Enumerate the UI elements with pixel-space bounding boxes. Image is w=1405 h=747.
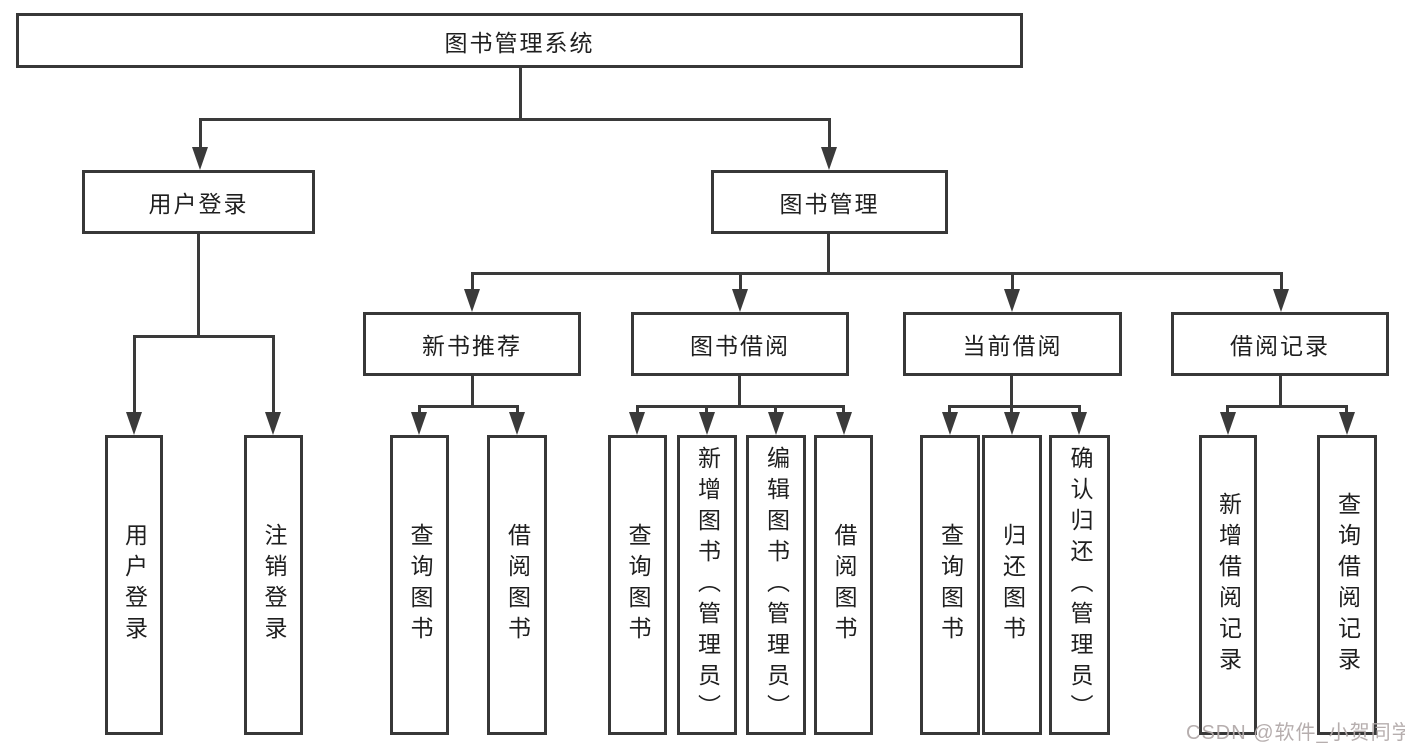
arrowhead-to-new-book-recommend-icon (464, 289, 480, 312)
node-borrow-record: 借阅记录 (1171, 312, 1389, 376)
leaf-edit-books-admin-label: 编辑图书（管理员） (763, 445, 790, 725)
node-current-borrow: 当前借阅 (903, 312, 1122, 376)
leaf-edit-books-admin: 编辑图书（管理员） (746, 435, 806, 735)
connector-to-leaf-borrow-1-line (516, 405, 519, 415)
connector-to-leaf-edit-books-line (774, 405, 777, 415)
connector-to-leaf-query-2-line (636, 405, 639, 415)
leaf-query-books-1-label: 查询图书 (407, 523, 433, 647)
arrowhead-to-leaf-return-icon (1004, 412, 1020, 435)
leaf-add-books-admin-label: 新增图书（管理员） (694, 445, 721, 725)
leaf-user-login: 用户登录 (105, 435, 163, 735)
node-book-management: 图书管理 (711, 170, 948, 234)
leaf-return-books-label: 归还图书 (999, 523, 1026, 647)
connector-borrow-record-stem-line (1279, 376, 1282, 407)
arrowhead-to-leaf-logout-icon (265, 412, 281, 435)
node-book-management-label: 图书管理 (779, 191, 880, 217)
connector-to-new-book-recommend-line (471, 272, 474, 292)
leaf-borrow-books-2-label: 借阅图书 (831, 523, 857, 647)
connector-book-management-branch-line (471, 272, 1283, 275)
node-new-book-recommend-label: 新书推荐 (422, 333, 522, 359)
connector-book-borrow-branch-line (636, 405, 845, 408)
leaf-add-borrow-record-label: 新增借阅记录 (1215, 492, 1242, 678)
leaf-add-books-admin: 新增图书（管理员） (677, 435, 737, 735)
arrowhead-to-book-borrow-icon (732, 289, 748, 312)
connector-to-book-management-line (828, 118, 831, 151)
csdn-watermark: CSDN @软件_小贺同学 (1186, 722, 1405, 744)
leaf-user-login-label: 用户登录 (121, 523, 148, 647)
node-user-login: 用户登录 (82, 170, 315, 234)
leaf-confirm-return-admin: 确认归还（管理员） (1049, 435, 1110, 735)
connector-to-leaf-query-record-line (1345, 405, 1348, 415)
leaf-logout-label: 注销登录 (261, 523, 287, 647)
node-borrow-record-label: 借阅记录 (1230, 333, 1330, 359)
arrowhead-to-borrow-record-icon (1273, 289, 1289, 312)
connector-new-book-recommend-stem-line (471, 376, 474, 407)
node-book-borrow: 图书借阅 (631, 312, 849, 376)
arrowhead-to-leaf-query-3-icon (942, 412, 958, 435)
leaf-query-borrow-record-label: 查询借阅记录 (1334, 492, 1361, 678)
arrowhead-to-leaf-add-books-icon (699, 412, 715, 435)
leaf-borrow-books-1: 借阅图书 (487, 435, 547, 735)
node-root-library-management-system: 图书管理系统 (16, 13, 1023, 68)
connector-borrow-record-branch-line (1226, 405, 1347, 408)
connector-to-leaf-query-3-line (948, 405, 951, 415)
connector-to-leaf-borrow-2-line (842, 405, 845, 415)
arrowhead-to-user-login-icon (192, 147, 208, 170)
connector-to-leaf-confirm-return-line (1078, 405, 1081, 415)
connector-to-current-borrow-line (1011, 272, 1014, 292)
arrowhead-to-leaf-borrow-2-icon (836, 412, 852, 435)
connector-user-login-stem-line (197, 234, 200, 337)
node-book-borrow-label: 图书借阅 (690, 333, 790, 359)
leaf-borrow-books-2: 借阅图书 (814, 435, 873, 735)
leaf-return-books: 归还图书 (982, 435, 1042, 735)
connector-book-borrow-stem-line (738, 376, 741, 407)
arrowhead-to-leaf-edit-books-icon (768, 412, 784, 435)
connector-to-leaf-add-record-line (1226, 405, 1229, 415)
arrowhead-to-leaf-add-record-icon (1220, 412, 1236, 435)
leaf-query-books-1: 查询图书 (390, 435, 449, 735)
leaf-query-books-2-label: 查询图书 (625, 523, 651, 647)
leaf-query-books-3: 查询图书 (920, 435, 980, 735)
arrowhead-to-current-borrow-icon (1004, 289, 1020, 312)
connector-to-leaf-user-login-line (133, 335, 136, 414)
connector-to-borrow-record-line (1280, 272, 1283, 292)
connector-current-borrow-stem-line (1010, 376, 1013, 407)
connector-to-leaf-return-line (1010, 405, 1013, 415)
leaf-borrow-books-1-label: 借阅图书 (504, 523, 531, 647)
arrowhead-to-leaf-borrow-1-icon (509, 412, 525, 435)
connector-to-user-login-line (199, 118, 202, 151)
connector-book-management-stem-line (827, 234, 830, 275)
node-user-login-label: 用户登录 (148, 191, 249, 217)
arrowhead-to-leaf-query-2-icon (629, 412, 645, 435)
connector-new-book-recommend-branch-line (418, 405, 519, 408)
arrowhead-to-book-management-icon (821, 147, 837, 170)
connector-to-leaf-logout-line (272, 335, 275, 414)
connector-user-login-branch-line (133, 335, 275, 338)
leaf-confirm-return-admin-label: 确认归还（管理员） (1067, 445, 1093, 725)
connector-to-book-borrow-line (739, 272, 742, 292)
connector-to-leaf-add-books-line (705, 405, 708, 415)
arrowhead-to-leaf-query-1-icon (411, 412, 427, 435)
leaf-query-borrow-record: 查询借阅记录 (1317, 435, 1377, 735)
leaf-add-borrow-record: 新增借阅记录 (1199, 435, 1257, 735)
leaf-query-books-3-label: 查询图书 (937, 523, 964, 647)
node-root-label: 图书管理系统 (444, 29, 595, 56)
connector-to-leaf-query-1-line (418, 405, 421, 415)
arrowhead-to-leaf-query-record-icon (1339, 412, 1355, 435)
leaf-query-books-2: 查询图书 (608, 435, 667, 735)
node-new-book-recommend: 新书推荐 (363, 312, 581, 376)
connector-current-borrow-branch-line (948, 405, 1081, 408)
connector-root-branch-line (199, 118, 831, 121)
arrowhead-to-leaf-user-login-icon (126, 412, 142, 435)
leaf-logout: 注销登录 (244, 435, 303, 735)
node-current-borrow-label: 当前借阅 (962, 333, 1063, 359)
connector-root-stem-line (519, 68, 522, 118)
arrowhead-to-leaf-confirm-return-icon (1071, 412, 1087, 435)
